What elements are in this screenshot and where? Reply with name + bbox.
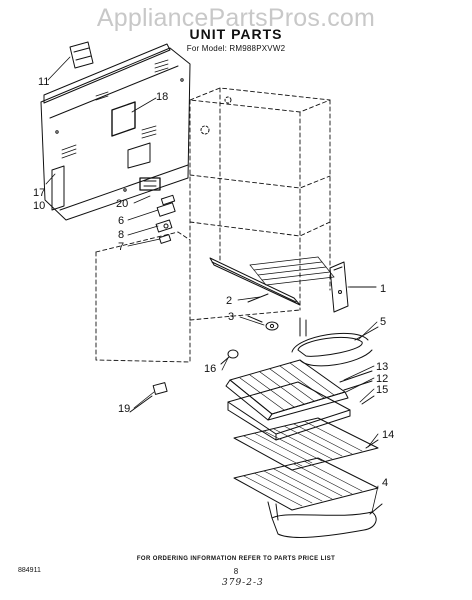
callout-12: 12 [376,373,388,385]
part-5-broil-element [291,317,379,367]
page-title: UNIT PARTS [189,26,283,42]
callout-13: 13 [376,361,388,373]
callout-7: 7 [118,241,124,253]
part-4-bake-element [267,501,383,538]
oven-cabinet-frame [95,87,331,363]
part-19-connector [129,382,168,413]
part-13-12-broil-pan [225,359,373,441]
callout-1: 1 [380,283,386,295]
callout-8: 8 [118,229,124,241]
part-15-14-oven-racks [233,395,379,511]
oven-floor-element [249,256,335,286]
callout-4: 4 [382,477,388,489]
callout-10: 10 [33,200,45,212]
callout-5: 5 [380,316,386,328]
part-16-socket [220,349,239,365]
handwritten-mark: 379-2-3 [222,578,264,588]
callout-labels: 11 18 17 10 20 6 8 7 1 2 3 5 16 13 12 15… [33,76,394,489]
document-code: 884911 [18,567,41,574]
callout-leaders [45,56,379,513]
page-number: 8 [233,567,239,576]
callout-18: 18 [156,91,168,103]
callout-2: 2 [226,295,232,307]
callout-15: 15 [376,384,388,396]
part-11-bracket [69,41,94,69]
callout-14: 14 [382,429,394,441]
callout-6: 6 [118,215,124,227]
callout-16: 16 [204,363,216,375]
rear-panel [40,43,191,221]
part-2-rail [209,257,301,306]
callout-11: 11 [38,76,49,88]
part-3-nut [247,315,279,331]
model-line: For Model: RM988PXVW2 [186,44,286,53]
ordering-note: FOR ORDERING INFORMATION REFER TO PARTS … [136,556,336,562]
callout-3: 3 [228,311,234,323]
callout-17: 17 [33,187,45,199]
callout-20: 20 [116,198,128,210]
callout-19: 19 [118,403,130,415]
watermark: AppliancePartsPros.com [96,4,376,32]
switch-parts [155,194,176,244]
